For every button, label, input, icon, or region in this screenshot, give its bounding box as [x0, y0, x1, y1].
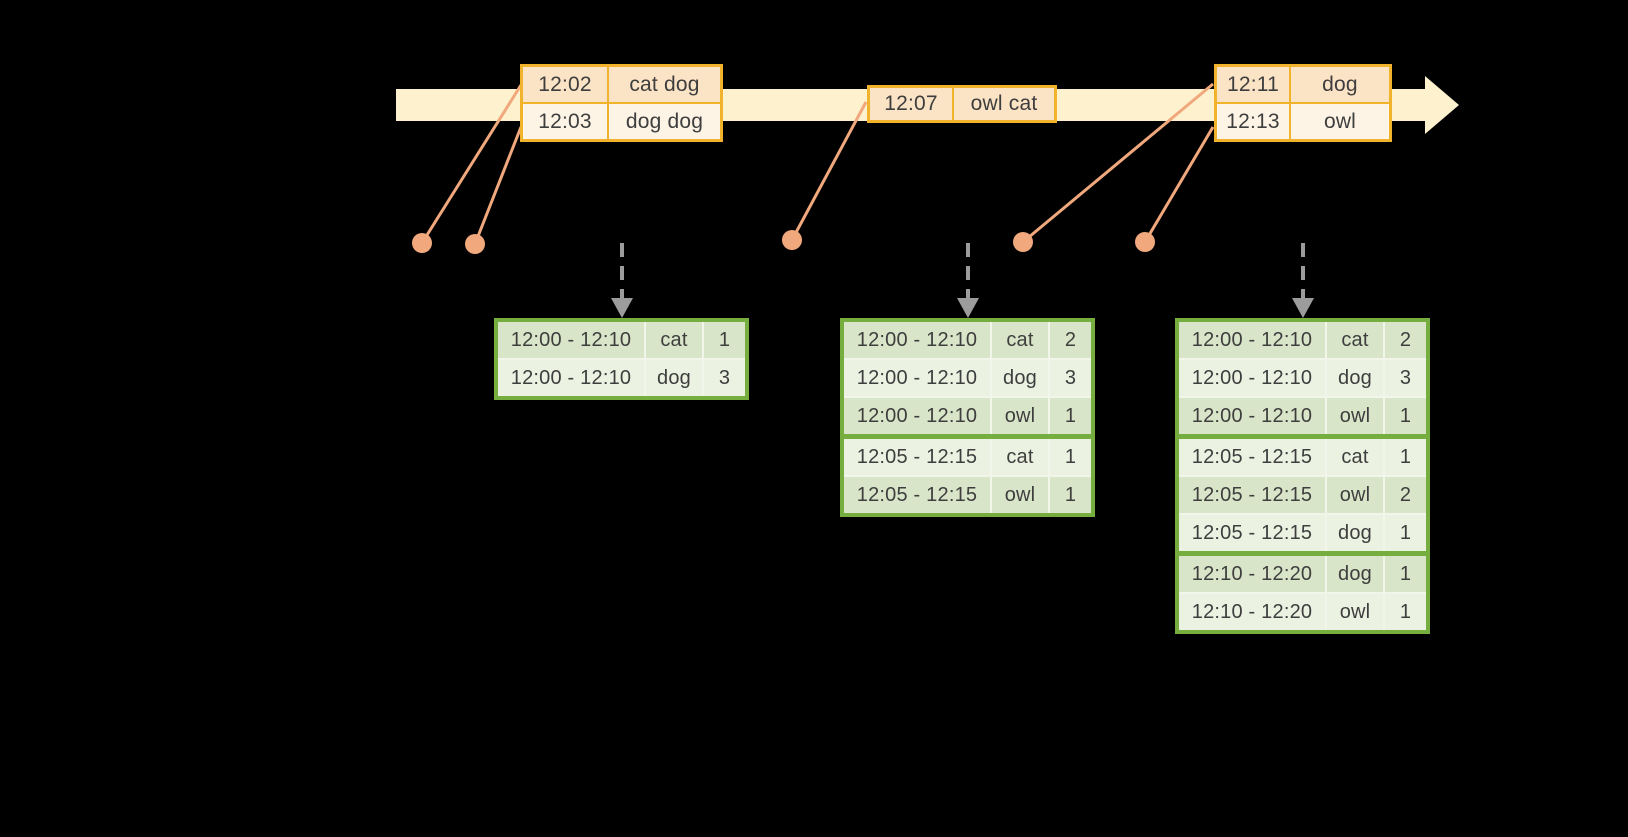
table-cell: 1 — [1383, 398, 1426, 434]
event-dots — [412, 230, 1155, 254]
table-cell: 12:05 - 12:15 — [1191, 483, 1313, 506]
table-cell: dog — [990, 360, 1048, 396]
table-cell: 12:00 - 12:10 — [856, 366, 978, 389]
table-cell: 12:11 — [1227, 72, 1279, 96]
table-cell: cat — [990, 439, 1048, 475]
table-row: 12:07 owl cat — [870, 88, 1054, 120]
table-cell: 1 — [1383, 594, 1426, 630]
table-cell: 1 — [1383, 556, 1426, 592]
table-row: 12:11 dog — [1217, 67, 1389, 102]
table-cell: 1 — [1383, 439, 1426, 475]
table-cell: dog — [1325, 360, 1383, 396]
table-row: 12:03 dog dog — [523, 102, 720, 139]
trigger-arrowhead-icon — [957, 298, 979, 318]
event-dot — [412, 233, 432, 253]
table-cell: 1 — [1048, 439, 1091, 475]
event-table-3: 12:11 dog 12:13 owl — [1214, 64, 1392, 142]
table-cell: 12:03 — [538, 109, 592, 133]
table-cell: dog — [644, 360, 702, 396]
table-cell: 1 — [702, 322, 745, 358]
trigger-arrowhead-icon — [1292, 298, 1314, 318]
table-cell: 2 — [1383, 322, 1426, 358]
table-cell: 12:00 - 12:10 — [1191, 328, 1313, 351]
table-cell: owl cat — [952, 88, 1054, 120]
event-dot — [1013, 232, 1033, 252]
table-cell: 1 — [1048, 477, 1091, 513]
table-cell: 12:00 - 12:10 — [1191, 366, 1313, 389]
event-connector-line — [473, 126, 523, 245]
event-table-1: 12:02 cat dog 12:03 dog dog — [520, 64, 723, 142]
table-cell: 1 — [1383, 515, 1426, 551]
event-table-2: 12:07 owl cat — [867, 85, 1057, 123]
event-connector-lines — [420, 82, 1215, 245]
table-cell: dog — [1289, 67, 1389, 102]
table-cell: 3 — [1048, 360, 1091, 396]
table-cell: 12:02 — [538, 72, 592, 96]
table-cell: cat — [990, 322, 1048, 358]
table-cell: cat — [644, 322, 702, 358]
table-cell: cat — [1325, 439, 1383, 475]
table-cell: 3 — [702, 360, 745, 396]
trigger-arrow-stems — [620, 243, 1305, 299]
timeline-arrowhead-icon — [1425, 76, 1459, 134]
table-cell: 1 — [1048, 398, 1091, 434]
table-cell: 12:00 - 12:10 — [856, 404, 978, 427]
table-cell: 12:05 - 12:15 — [856, 445, 978, 468]
table-cell: dog — [1325, 515, 1383, 551]
table-cell: dog — [1325, 556, 1383, 592]
event-connector-line — [1143, 126, 1215, 243]
table-cell: 12:00 - 12:10 — [1191, 404, 1313, 427]
table-cell: 12:05 - 12:15 — [856, 483, 978, 506]
table-cell: 12:05 - 12:15 — [1191, 521, 1313, 544]
table-cell: 12:00 - 12:10 — [510, 366, 632, 389]
table-cell: owl — [990, 398, 1048, 434]
table-cell: 12:07 — [884, 92, 938, 115]
trigger-arrow-heads — [611, 298, 1314, 318]
table-cell: owl — [1325, 594, 1383, 630]
table-cell: 12:00 - 12:10 — [510, 328, 632, 351]
table-cell: 3 — [1383, 360, 1426, 396]
table-cell: 2 — [1383, 477, 1426, 513]
table-cell: 12:13 — [1226, 109, 1280, 133]
table-cell: 2 — [1048, 322, 1091, 358]
table-cell: dog dog — [607, 104, 720, 139]
table-cell: 12:10 - 12:20 — [1191, 562, 1313, 585]
table-row: 12:13 owl — [1217, 102, 1389, 139]
event-connector-line — [1022, 82, 1214, 244]
trigger-arrowhead-icon — [611, 298, 633, 318]
event-connector-line — [790, 101, 868, 241]
table-cell: owl — [1289, 104, 1389, 139]
table-cell: cat dog — [607, 67, 720, 102]
table-row: 12:02 cat dog — [523, 67, 720, 102]
table-cell: owl — [990, 477, 1048, 513]
table-cell: 12:05 - 12:15 — [1191, 445, 1313, 468]
event-connector-line — [420, 84, 523, 244]
event-dot — [1135, 232, 1155, 252]
table-cell: owl — [1325, 398, 1383, 434]
table-cell: 12:10 - 12:20 — [1191, 600, 1313, 623]
event-dot — [465, 234, 485, 254]
table-cell: 12:00 - 12:10 — [856, 328, 978, 351]
table-cell: cat — [1325, 322, 1383, 358]
table-cell: owl — [1325, 477, 1383, 513]
event-dot — [782, 230, 802, 250]
